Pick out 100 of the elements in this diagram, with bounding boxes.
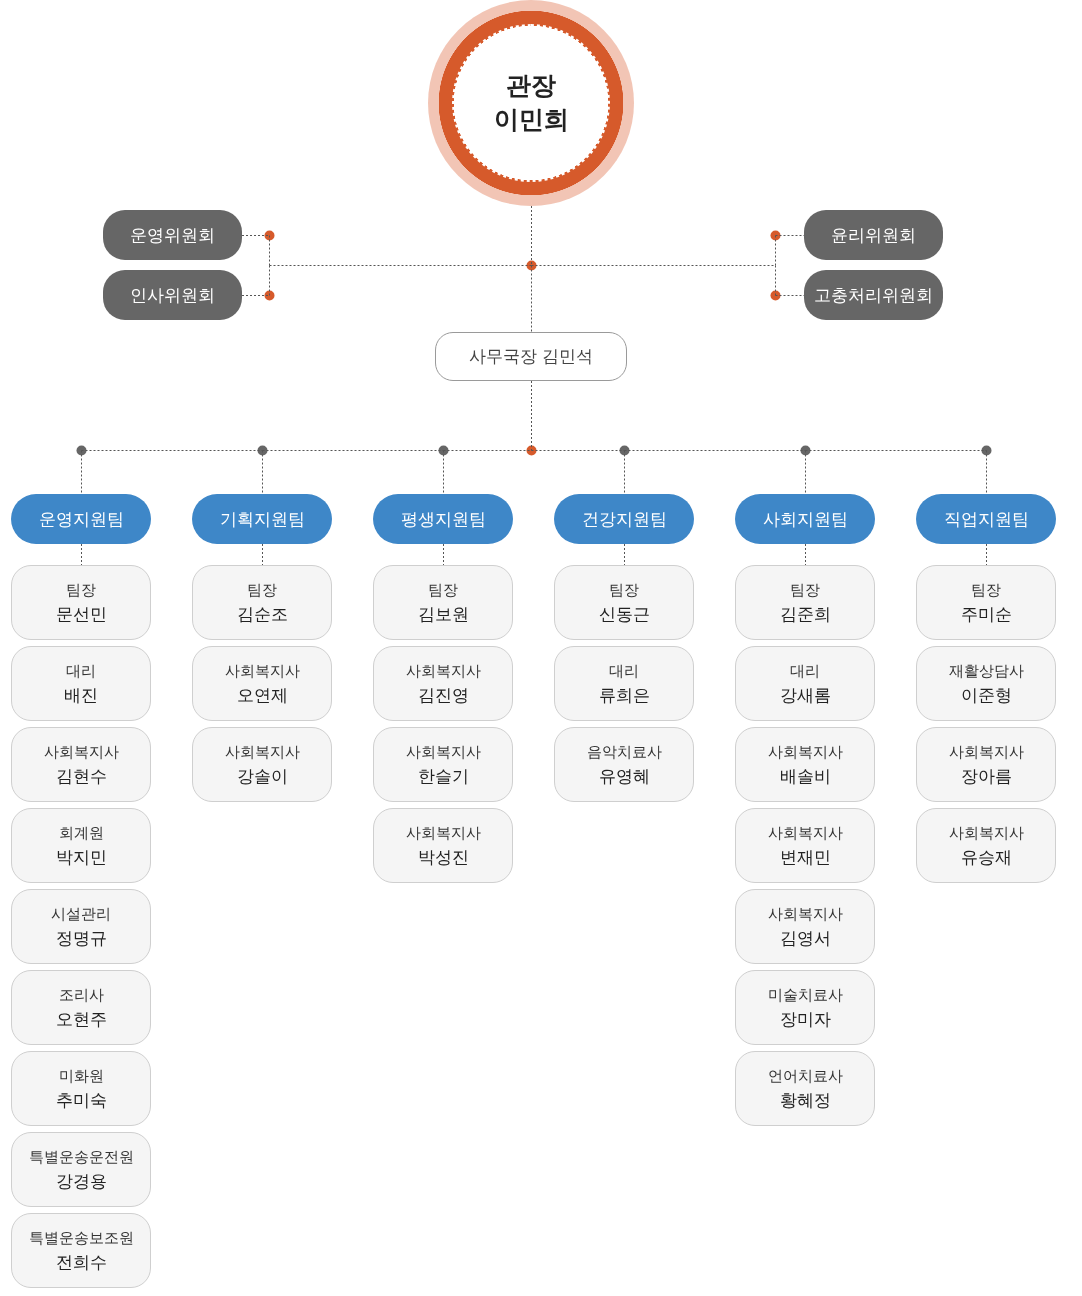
job-title: 팀장 — [790, 579, 820, 601]
secretary-general-box: 사무국장 김민석 — [435, 332, 627, 381]
committee-pill: 고충처리위원회 — [804, 270, 943, 320]
staff-card — [916, 727, 1056, 802]
staff-card — [554, 646, 694, 721]
job-title: 미술치료사 — [767, 984, 843, 1006]
staff-card — [11, 565, 151, 640]
staff-card — [11, 646, 151, 721]
staff-card — [11, 1132, 151, 1207]
staff-card — [554, 565, 694, 640]
staff-card — [11, 1213, 151, 1288]
staff-card — [735, 727, 875, 802]
person-name: 이민희 — [493, 104, 569, 136]
staff-card — [916, 808, 1056, 883]
staff-name: 박성진 — [417, 845, 469, 869]
job-title: 사회복지사 — [224, 741, 300, 763]
job-title: 특별운송보조원 — [28, 1227, 134, 1249]
staff-card — [373, 646, 513, 721]
staff-name: 배진 — [64, 683, 98, 707]
job-title: 사회복지사 — [948, 822, 1024, 844]
staff-name: 강솔이 — [236, 764, 288, 788]
staff-name: 김순조 — [236, 602, 288, 626]
job-title: 특별운송운전원 — [28, 1146, 134, 1168]
job-title: 사회복지사 — [948, 741, 1024, 763]
staff-name: 황혜정 — [779, 1088, 831, 1112]
job-title: 팀장 — [428, 579, 458, 601]
staff-name: 유승재 — [960, 845, 1012, 869]
staff-name: 김준희 — [779, 602, 831, 626]
job-title: 사회복지사 — [405, 741, 481, 763]
staff-name: 김영서 — [779, 926, 831, 950]
job-title: 사회복지사 — [767, 741, 843, 763]
staff-name: 장미자 — [779, 1007, 831, 1031]
staff-card — [735, 889, 875, 964]
job-title: 팀장 — [247, 579, 277, 601]
job-title: 음악치료사 — [586, 741, 662, 763]
staff-name: 정명규 — [55, 926, 107, 950]
team-header: 건강지원팀 — [554, 494, 694, 544]
position-title: 관장 — [506, 70, 556, 102]
staff-card — [192, 727, 332, 802]
staff-name: 강새롬 — [779, 683, 831, 707]
staff-card — [192, 565, 332, 640]
team-header: 사회지원팀 — [735, 494, 875, 544]
staff-card — [11, 970, 151, 1045]
job-title: 팀장 — [609, 579, 639, 601]
job-title: 사회복지사 — [405, 822, 481, 844]
committee-pill: 인사위원회 — [103, 270, 242, 320]
staff-card — [11, 727, 151, 802]
staff-card — [735, 970, 875, 1045]
staff-name: 장아름 — [960, 764, 1012, 788]
job-title: 시설관리 — [51, 903, 111, 925]
team-header: 운영지원팀 — [11, 494, 151, 544]
job-title: 미화원 — [58, 1065, 104, 1087]
staff-name: 오연제 — [236, 683, 288, 707]
staff-name: 김현수 — [55, 764, 107, 788]
staff-card — [735, 808, 875, 883]
staff-card — [735, 646, 875, 721]
staff-card — [735, 1051, 875, 1126]
staff-name: 주미순 — [960, 602, 1012, 626]
connector-line — [241, 205, 805, 333]
staff-name: 강경용 — [55, 1169, 107, 1193]
staff-name: 변재민 — [779, 845, 831, 869]
staff-card — [554, 727, 694, 802]
job-title: 재활상담사 — [948, 660, 1024, 682]
staff-name: 이준형 — [960, 683, 1012, 707]
job-title: 대리 — [66, 660, 96, 682]
staff-name: 박지민 — [55, 845, 107, 869]
connector-line — [81, 380, 987, 495]
staff-card — [11, 808, 151, 883]
team-header: 기획지원팀 — [192, 494, 332, 544]
staff-name: 유영혜 — [598, 764, 650, 788]
job-title: 사회복지사 — [224, 660, 300, 682]
staff-name: 추미숙 — [55, 1088, 107, 1112]
job-title: 팀장 — [66, 579, 96, 601]
job-title: 조리사 — [58, 984, 104, 1006]
committee-pill: 윤리위원회 — [804, 210, 943, 260]
staff-name: 신동근 — [598, 602, 650, 626]
job-title: 사회복지사 — [43, 741, 119, 763]
job-title: 사회복지사 — [405, 660, 481, 682]
job-title: 회계원 — [58, 822, 104, 844]
staff-card — [916, 565, 1056, 640]
staff-name: 오현주 — [55, 1007, 107, 1031]
staff-name: 김보원 — [417, 602, 469, 626]
staff-card — [373, 565, 513, 640]
staff-card — [11, 889, 151, 964]
staff-name: 문선민 — [55, 602, 107, 626]
job-title: 언어치료사 — [767, 1065, 843, 1087]
job-title: 사회복지사 — [767, 822, 843, 844]
staff-name: 전희수 — [55, 1250, 107, 1274]
job-title: 대리 — [790, 660, 820, 682]
committee-pill: 운영위원회 — [103, 210, 242, 260]
staff-name: 김진영 — [417, 683, 469, 707]
team-header: 직업지원팀 — [916, 494, 1056, 544]
staff-name: 류희은 — [598, 683, 650, 707]
job-title: 대리 — [609, 660, 639, 682]
staff-card — [916, 646, 1056, 721]
staff-card — [11, 1051, 151, 1126]
staff-card — [373, 727, 513, 802]
staff-card — [373, 808, 513, 883]
job-title: 팀장 — [971, 579, 1001, 601]
staff-name: 한슬기 — [417, 764, 469, 788]
